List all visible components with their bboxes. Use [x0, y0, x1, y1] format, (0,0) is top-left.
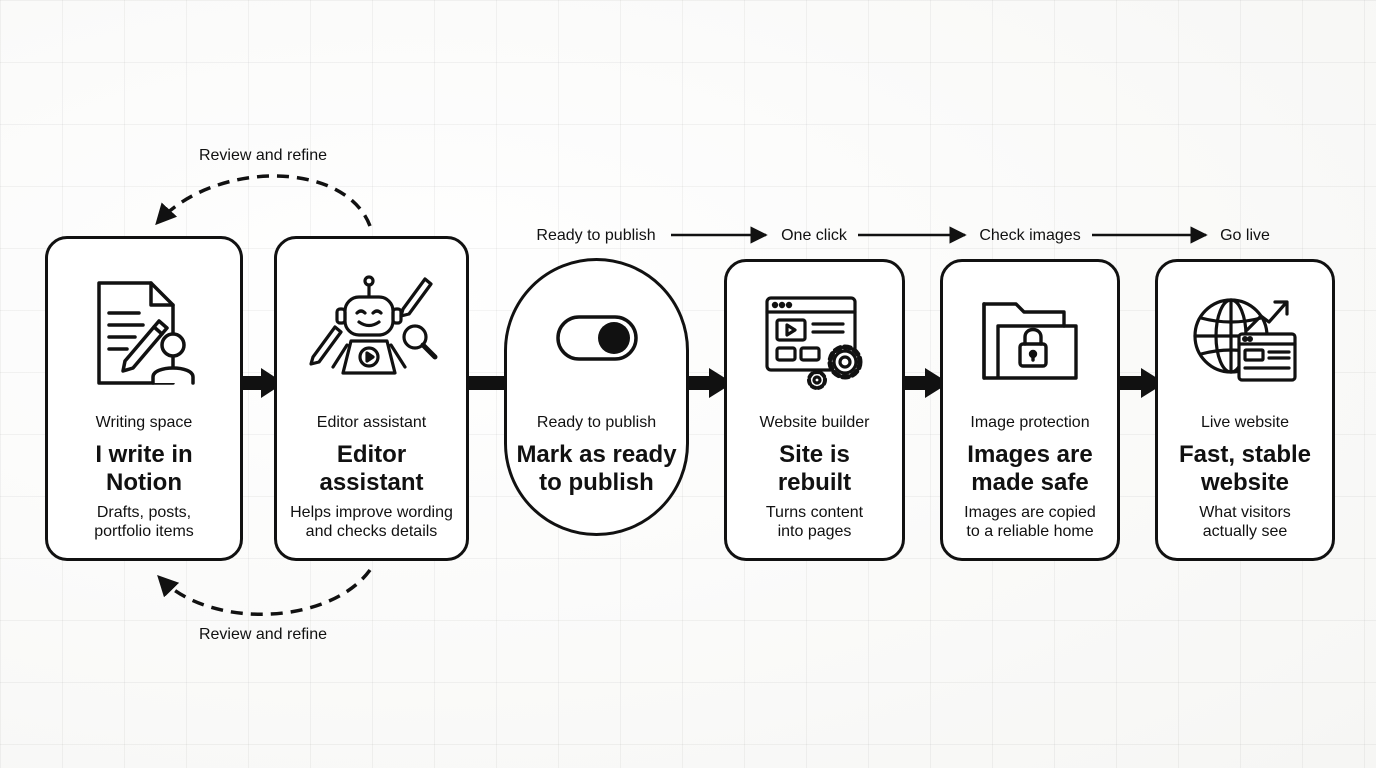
step-title: Images are made safe: [967, 441, 1093, 496]
step-label: Image protection: [970, 414, 1090, 431]
step-label: Live website: [1200, 414, 1290, 431]
step-label: Writing space: [95, 414, 193, 431]
step-card-writing-space: Writing space I write in Notion Drafts, …: [45, 236, 243, 561]
globe-website-icon: [1193, 298, 1297, 382]
step-card-live-website: Live website Fast, stable website What v…: [1155, 259, 1335, 561]
step-card-editor-assistant: Editor assistant Editor assistant Helps …: [274, 236, 469, 561]
step-arrow-3: [679, 368, 733, 398]
step-description: What visitors actually see: [1199, 504, 1291, 540]
toggle-switch-icon: [555, 315, 638, 361]
top-loop-label: Review and refine: [198, 147, 328, 164]
step-label: Editor assistant: [316, 414, 427, 431]
folder-lock-icon: [982, 302, 1078, 380]
step-arrow-1: [231, 368, 284, 398]
step-card-website-builder: Website builder Site is rebuilt Turns co…: [724, 259, 905, 561]
step-description: Turns content into pages: [765, 504, 864, 540]
flow-label-go-live: Go live: [1220, 227, 1270, 244]
top-refine-loop-arrow: [155, 174, 372, 227]
step-description: Drafts, posts, portfolio items: [94, 504, 194, 540]
flow-label-one-click: One click: [781, 227, 847, 244]
step-title: I write in Notion: [95, 441, 193, 496]
bottom-refine-loop-arrow: [157, 568, 372, 617]
flow-label-check-images: Check images: [979, 227, 1081, 244]
step-arrow-4: [895, 368, 949, 398]
robot-assistant-icon: [308, 275, 437, 375]
step-arrow-5: [1111, 368, 1165, 398]
step-title: Editor assistant: [319, 441, 424, 496]
step-card-image-protection: Image protection Images are made safe Im…: [940, 259, 1120, 561]
flow-label-ready: Ready to publish: [536, 227, 656, 244]
step-description: Helps improve wording and checks details: [290, 504, 453, 540]
bottom-loop-label: Review and refine: [198, 626, 328, 643]
step-label: Ready to publish: [536, 414, 657, 431]
step-label: Website builder: [759, 414, 870, 431]
step-title: Site is rebuilt: [777, 441, 852, 496]
document-pencil-user-icon: [97, 281, 195, 385]
step-title: Fast, stable website: [1178, 441, 1312, 496]
browser-gears-icon: [764, 296, 862, 390]
step-card-ready-to-publish: Ready to publish Mark as ready to publis…: [504, 258, 689, 536]
step-description: Images are copied to a reliable home: [964, 504, 1096, 540]
step-title: Mark as ready to publish: [516, 441, 677, 496]
